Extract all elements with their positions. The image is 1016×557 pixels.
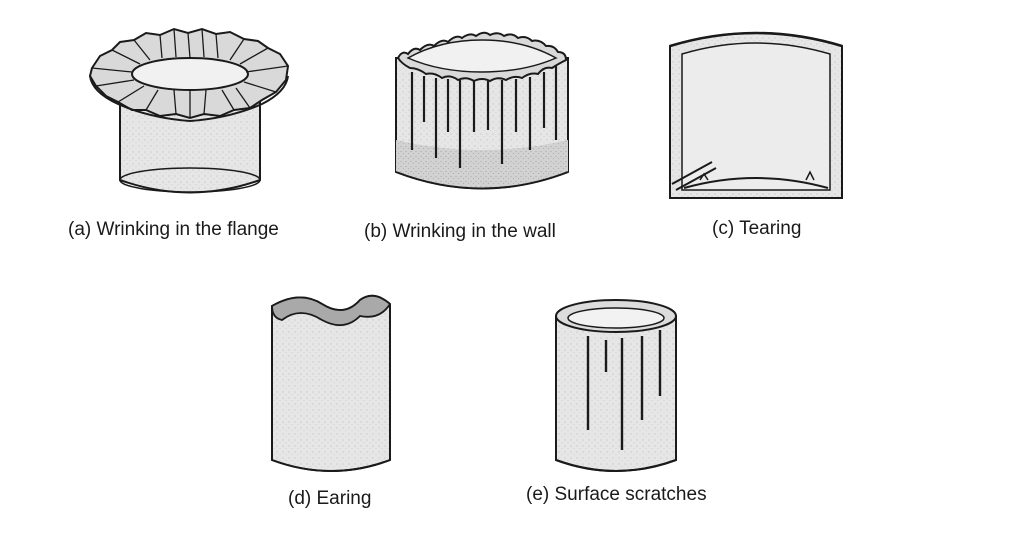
caption-d: (d) Earing xyxy=(288,488,372,509)
figure-b-wrinkled-wall xyxy=(395,31,569,190)
figure-c-tearing xyxy=(669,31,843,199)
figure-d-earing xyxy=(271,294,392,472)
figure-e-surface-scratches xyxy=(555,299,677,472)
caption-e: (e) Surface scratches xyxy=(526,484,707,505)
caption-c: (c) Tearing xyxy=(712,218,802,239)
caption-b: (b) Wrinking in the wall xyxy=(364,221,556,242)
caption-a: (a) Wrinking in the flange xyxy=(68,219,279,240)
figure-a-wrinkled-flange xyxy=(88,27,290,194)
